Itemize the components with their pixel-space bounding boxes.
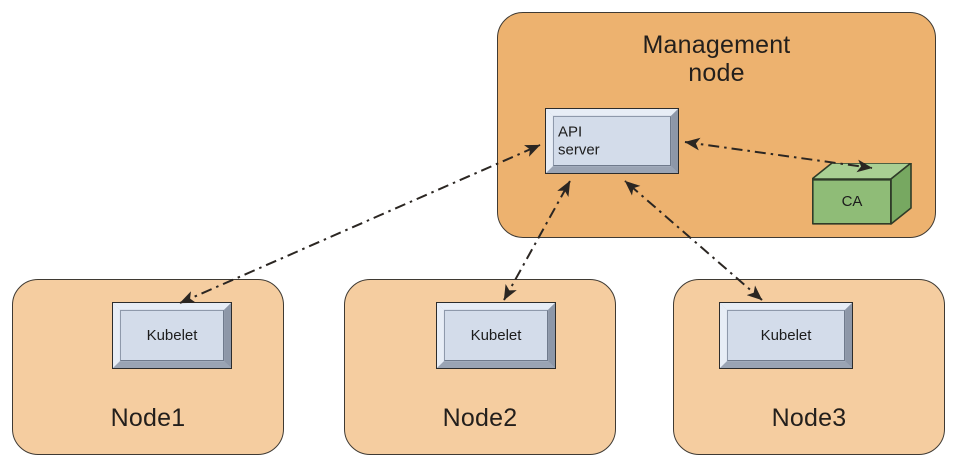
api-server-face: [553, 116, 671, 166]
kubelet-box-1[interactable]: Kubelet: [112, 302, 232, 369]
kubelet-face-2: [444, 310, 548, 361]
kubelet-box-2[interactable]: Kubelet: [436, 302, 556, 369]
node-label-3: Node3: [771, 404, 847, 432]
ca-box[interactable]: CA: [812, 163, 912, 225]
kubelet-face-3: [727, 310, 845, 361]
management-node-label: Management node: [642, 31, 791, 87]
node-label-1: Node1: [110, 404, 186, 432]
kubelet-face-1: [120, 310, 224, 361]
node-label-2: Node2: [442, 404, 518, 432]
api-server-box[interactable]: API server: [545, 108, 679, 174]
kubelet-box-3[interactable]: Kubelet: [719, 302, 853, 369]
